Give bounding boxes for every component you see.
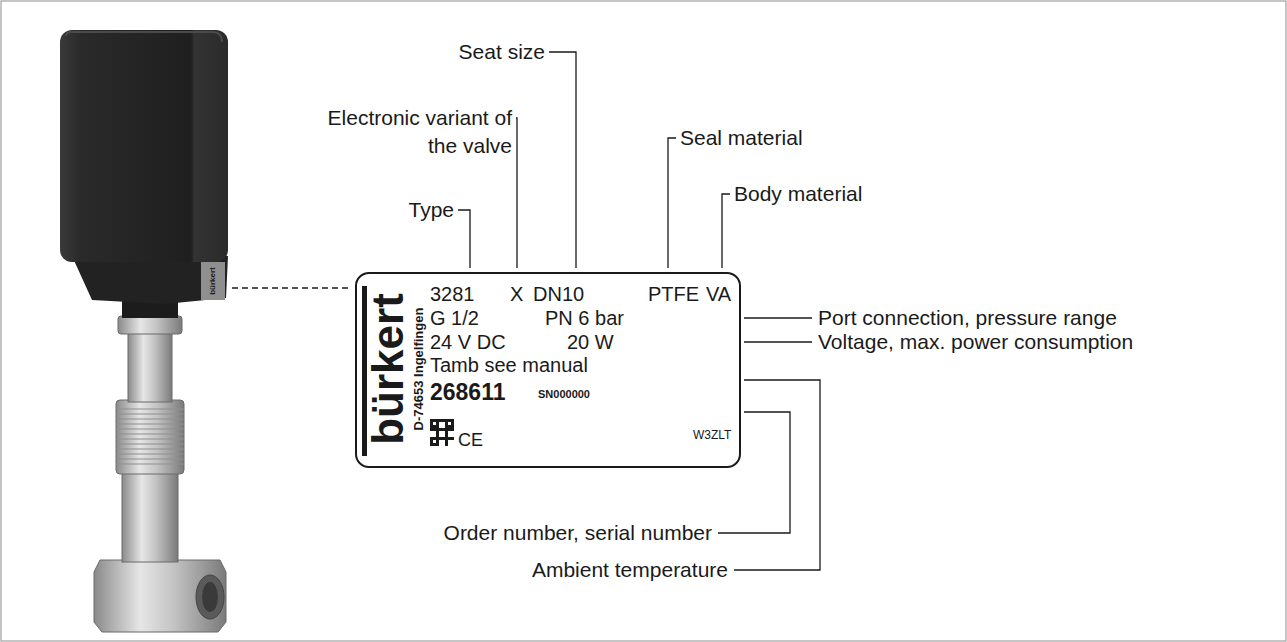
qr-module (430, 425, 433, 428)
qr-module (430, 443, 433, 446)
callout-label: Voltage, max. power consumption (818, 328, 1133, 356)
nameplate: bürkertD-74653 Ingelfingen3281 X DN10 PTFE V… (355, 272, 741, 468)
actuator-nameplate (201, 262, 225, 300)
qr-module (439, 437, 442, 440)
qr-module (436, 419, 439, 422)
qr-module (448, 428, 451, 431)
qr-module (439, 428, 442, 431)
qr-module (445, 425, 448, 428)
qr-module (436, 437, 439, 440)
qr-module (436, 443, 439, 446)
plate-code: W3ZLT (693, 429, 731, 443)
qr-module (436, 431, 439, 434)
ce-mark: CE (458, 430, 483, 451)
seat-size: DN10 (533, 283, 584, 306)
callout-label: Order number, serial number (444, 519, 712, 547)
threaded-section (116, 400, 184, 474)
qr-module (442, 419, 445, 422)
qr-module (436, 440, 439, 443)
qr-module (442, 428, 445, 431)
qr-module (430, 419, 433, 422)
thread (116, 405, 184, 467)
qr-module (445, 428, 448, 431)
callout-label: Type (408, 196, 454, 224)
actuator-edge (66, 32, 222, 42)
qr-module (433, 428, 436, 431)
qr-module (430, 422, 433, 425)
qr-module (448, 437, 451, 440)
qr-module (430, 440, 433, 443)
leader-line (549, 52, 576, 268)
qr-module (430, 437, 433, 440)
leader-line (668, 138, 676, 268)
voltage: 24 V DC (430, 331, 506, 354)
qr-module (439, 419, 442, 422)
body-material: VA (706, 283, 731, 306)
order-number: 268611 (430, 379, 505, 405)
qr-module (433, 437, 436, 440)
qr-module (451, 428, 454, 431)
qr-module (436, 422, 439, 425)
callout-label: Seal material (680, 124, 803, 152)
qr-code (430, 419, 454, 446)
qr-module (451, 437, 454, 440)
qr-module (430, 428, 433, 431)
actuator-housing (60, 30, 228, 262)
qr-module (433, 419, 436, 422)
qr-module (433, 425, 436, 428)
leader-line (516, 118, 517, 268)
callout-label: Body material (734, 180, 862, 208)
stem (128, 330, 172, 402)
manufacturer-address: D-74653 Ingelfingen (412, 308, 427, 431)
seal-material: PTFE (648, 283, 699, 306)
leader-lines (232, 52, 820, 570)
dashed-leader (232, 287, 350, 288)
power-consumption: 20 W (567, 331, 614, 354)
brand-logo: bürkert (363, 293, 414, 445)
nut (118, 316, 182, 334)
actuator-brand: bürkert (209, 267, 217, 295)
body-neck (122, 470, 178, 562)
qr-module (451, 422, 454, 425)
leader-line (744, 341, 812, 342)
qr-module (448, 419, 451, 422)
type-code: 3281 (430, 283, 475, 306)
qr-module (445, 419, 448, 422)
qr-module (445, 422, 448, 425)
qr-module (436, 434, 439, 437)
qr-module (451, 419, 454, 422)
electronic-variant: X (510, 283, 523, 306)
pressure-range: PN 6 bar (545, 307, 624, 330)
leader-line (734, 380, 820, 570)
qr-module (433, 443, 436, 446)
qr-module (436, 425, 439, 428)
qr-module (451, 425, 454, 428)
valve-illustration (60, 30, 228, 632)
qr-module (442, 437, 445, 440)
qr-module (445, 437, 448, 440)
callout-label: Seat size (459, 38, 545, 66)
valve-body (94, 560, 226, 632)
qr-module (445, 443, 448, 446)
port (196, 575, 224, 619)
leader-line (722, 194, 730, 268)
qr-module (445, 440, 448, 443)
leader-line (458, 210, 470, 268)
callout-label: Ambient temperature (532, 556, 728, 584)
qr-module (436, 428, 439, 431)
ambient-temperature: Tamb see manual (430, 354, 588, 377)
port-bore (202, 582, 218, 612)
qr-module (448, 425, 451, 428)
qr-module (445, 434, 448, 437)
callout-label: Electronic variant of the valve (297, 104, 512, 160)
qr-module (445, 431, 448, 434)
leader-line (744, 317, 812, 318)
callout-label: Port connection, pressure range (818, 304, 1117, 332)
serial-number: SN000000 (538, 388, 590, 401)
port-connection: G 1/2 (430, 307, 479, 330)
actuator-skirt (72, 256, 228, 304)
